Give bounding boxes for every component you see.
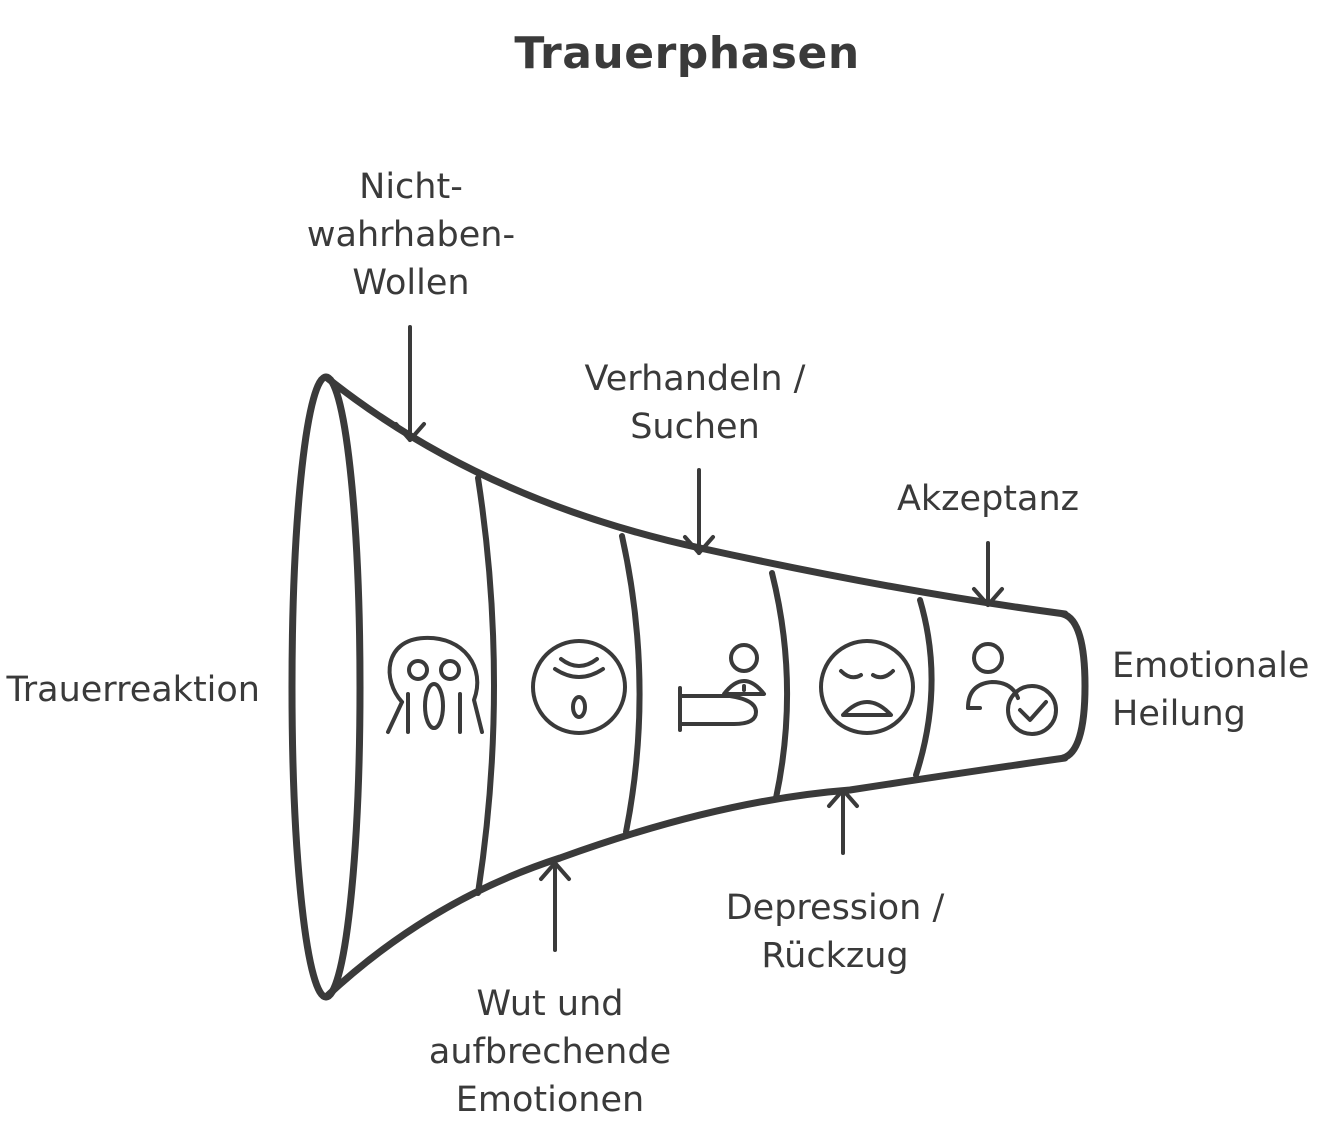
funnel-outlet <box>1059 610 1089 762</box>
phase-2-label: Wut und aufbrechende Emotionen <box>428 984 672 1120</box>
person-checkmark-icon <box>966 642 1058 736</box>
screaming-face-icon <box>386 635 484 734</box>
divider-2 <box>619 533 643 835</box>
arrow-phase-1 <box>394 325 426 442</box>
phase-5-label: Akzeptanz <box>896 479 1080 519</box>
output-label: Emotionale Heilung <box>1112 646 1310 734</box>
phase-3-label: Verhandeln / Suchen <box>584 359 806 447</box>
divider-1 <box>475 475 497 896</box>
funnel-mouth <box>288 373 364 1001</box>
diagram-title: Trauerphasen <box>514 28 860 79</box>
arrow-phase-5 <box>972 541 1004 607</box>
arrow-phase-4 <box>827 788 859 855</box>
divider-4 <box>913 597 935 778</box>
phase-4-label: Depression / Rückzug <box>725 888 945 976</box>
funnel-bottom-edge <box>322 754 1069 1001</box>
arrow-phase-3 <box>683 468 715 555</box>
phase-1-label: Nicht- wahrhaben- Wollen <box>306 167 516 303</box>
angry-face-icon <box>531 639 627 735</box>
arrow-phase-2 <box>539 861 571 952</box>
person-offering-hand-icon <box>678 643 766 732</box>
sad-face-icon <box>819 639 915 735</box>
input-label: Trauerreaktion <box>6 670 260 710</box>
divider-3 <box>769 570 791 801</box>
